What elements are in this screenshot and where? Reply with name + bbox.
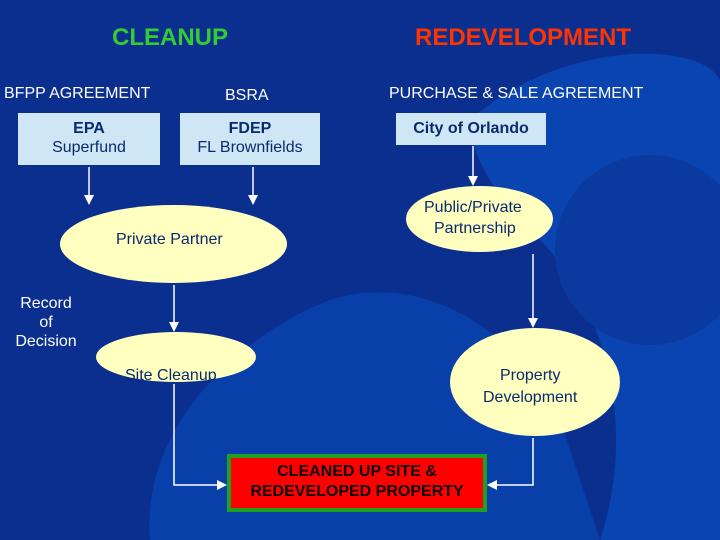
- result-line2: REDEVELOPED PROPERTY: [250, 483, 464, 500]
- site-cleanup-node: Site Cleanup: [96, 332, 256, 384]
- site-cleanup-label: Site Cleanup: [125, 367, 217, 384]
- property-development-label-line1: Property: [500, 367, 561, 384]
- cleaned-up-redeveloped-result-box: CLEANED UP SITE & REDEVELOPED PROPERTY: [227, 454, 487, 512]
- private-partner-label: Private Partner: [116, 231, 223, 248]
- city-of-orlando-name: City of Orlando: [413, 120, 529, 137]
- private-partner-node: Private Partner: [60, 205, 287, 283]
- background-circle: [555, 155, 720, 345]
- public-private-partnership-node: Public/Private Partnership: [406, 186, 553, 252]
- record-of-decision-line2: of: [39, 314, 53, 332]
- redevelopment-heading: REDEVELOPMENT: [415, 24, 632, 51]
- fdep-box: FDEP FL Brownfields: [180, 113, 320, 165]
- epa-name: EPA: [73, 120, 105, 137]
- bsra-label: BSRA: [225, 87, 269, 104]
- city-of-orlando-box: City of Orlando: [396, 113, 546, 145]
- record-of-decision-label: Record of Decision: [10, 294, 82, 352]
- arrow-property-development-to-result: [487, 438, 534, 490]
- cleanup-heading: CLEANUP: [112, 24, 229, 51]
- fdep-name: FDEP: [228, 120, 272, 137]
- purchase-sale-agreement-label: PURCHASE & SALE AGREEMENT: [389, 85, 644, 102]
- record-of-decision-line3: Decision: [15, 333, 77, 351]
- property-development-label-line2: Development: [483, 389, 578, 406]
- record-of-decision-line1: Record: [20, 295, 72, 312]
- arrow-site-cleanup-to-result: [173, 384, 227, 490]
- fdep-program: FL Brownfields: [197, 139, 303, 157]
- epa-box: EPA Superfund: [18, 113, 160, 165]
- property-development-node: Property Development: [450, 328, 620, 436]
- epa-program: Superfund: [52, 139, 126, 157]
- public-private-label-line1: Public/Private: [424, 199, 522, 216]
- public-private-label-line2: Partnership: [434, 220, 516, 237]
- bfpp-agreement-label: BFPP AGREEMENT: [4, 85, 151, 102]
- result-line1: CLEANED UP SITE &: [277, 463, 437, 480]
